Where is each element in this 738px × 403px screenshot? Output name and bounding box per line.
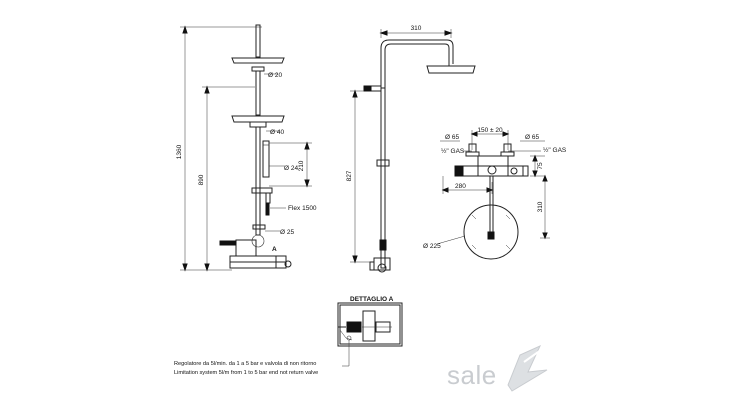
dim-d65-left: Ø 65 bbox=[445, 134, 459, 141]
front-view: 1360 890 Ø 20 Ø 40 210 Ø 24 bbox=[176, 24, 317, 272]
dim-bar-height: 827 bbox=[346, 170, 353, 181]
dim-d65-right: Ø 65 bbox=[525, 134, 539, 141]
dim-d24: Ø 24 bbox=[284, 165, 298, 172]
brand-logo bbox=[507, 344, 548, 392]
mixer-top-view: Ø 65 Ø 65 150 ± 20 ½" GAS ½" GAS 75 bbox=[423, 127, 567, 260]
dim-d40: Ø 40 bbox=[270, 129, 284, 136]
dim-d20: Ø 20 bbox=[268, 72, 282, 79]
dim-d25: Ø 25 bbox=[280, 229, 294, 236]
dim-column-height: 890 bbox=[198, 174, 205, 185]
dim-h75: 75 bbox=[537, 162, 544, 170]
detail-a: DETTAGLIO A bbox=[337, 296, 403, 367]
dim-d225: Ø 225 bbox=[423, 243, 441, 250]
brand-wordmark: sale bbox=[447, 360, 497, 390]
callout-a: A bbox=[272, 246, 277, 253]
dim-flex: Flex 1500 bbox=[288, 205, 317, 212]
detail-title: DETTAGLIO A bbox=[350, 296, 394, 303]
side-view: 310 827 bbox=[346, 25, 476, 273]
dim-spacing: 150 ± 20 bbox=[477, 127, 503, 134]
dim-arm-310: 310 bbox=[411, 25, 422, 32]
note-italian: Regolatore da 5l/min. da 1 a 5 bar e val… bbox=[174, 361, 317, 367]
dim-total-height: 1360 bbox=[176, 144, 183, 159]
label-gas-right: ½" GAS bbox=[543, 146, 567, 154]
dim-w280: 280 bbox=[455, 183, 466, 190]
label-gas-left: ½" GAS bbox=[441, 147, 465, 155]
dim-h210: 210 bbox=[298, 160, 305, 171]
note-english: Limitation system 5l/m from 1 to 5 bar e… bbox=[174, 370, 319, 376]
dim-h310: 310 bbox=[537, 201, 544, 212]
